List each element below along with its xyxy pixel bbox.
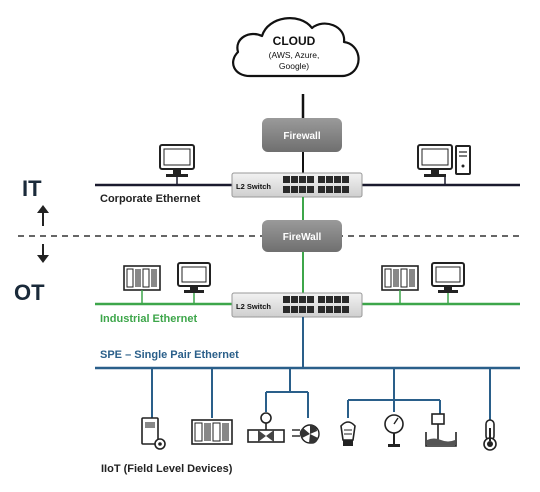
desktop-computer-icon	[159, 144, 195, 177]
switch-icon	[231, 292, 363, 318]
monitor-icon	[431, 262, 465, 293]
plc-icon	[123, 265, 161, 291]
cloud-providers-line1: (AWS, Azure,	[269, 50, 320, 60]
valve-icon	[247, 412, 285, 443]
firewall-bottom-label: FireWall	[283, 232, 322, 243]
ot-zone-label: OT	[14, 280, 45, 305]
plc-icon	[381, 265, 419, 291]
level-sensor-icon	[425, 413, 457, 447]
cloud-title: CLOUD	[273, 34, 316, 48]
it-zone-label: IT	[22, 176, 42, 201]
iiot-label: IIoT (Field Level Devices)	[101, 463, 233, 475]
cloud-providers-line2: Google)	[279, 61, 309, 71]
workstation-icon	[417, 144, 471, 177]
industrial-ethernet-label: Industrial Ethernet	[100, 313, 198, 325]
firewall-icon	[262, 118, 342, 152]
switch-top-label: L2 Switch	[236, 182, 271, 191]
monitor-icon	[177, 262, 211, 293]
lightbulb-icon	[340, 421, 356, 446]
arrow-up-icon	[37, 205, 49, 226]
spe-drop-lines	[151, 368, 491, 420]
firewall-top-label: Firewall	[283, 131, 320, 142]
spe-label: SPE – Single Pair Ethernet	[100, 349, 239, 361]
arrow-down-icon	[37, 244, 49, 263]
corporate-ethernet-label: Corporate Ethernet	[100, 193, 201, 205]
switch-bottom-label: L2 Switch	[236, 302, 271, 311]
io-module-icon	[191, 419, 233, 445]
gauge-icon	[384, 414, 404, 447]
switch-icon	[231, 172, 363, 198]
cloud-icon	[232, 17, 360, 78]
firewall-icon	[262, 220, 342, 252]
thermometer-icon	[483, 419, 497, 451]
controller-icon	[141, 417, 166, 450]
fan-icon	[292, 424, 320, 444]
